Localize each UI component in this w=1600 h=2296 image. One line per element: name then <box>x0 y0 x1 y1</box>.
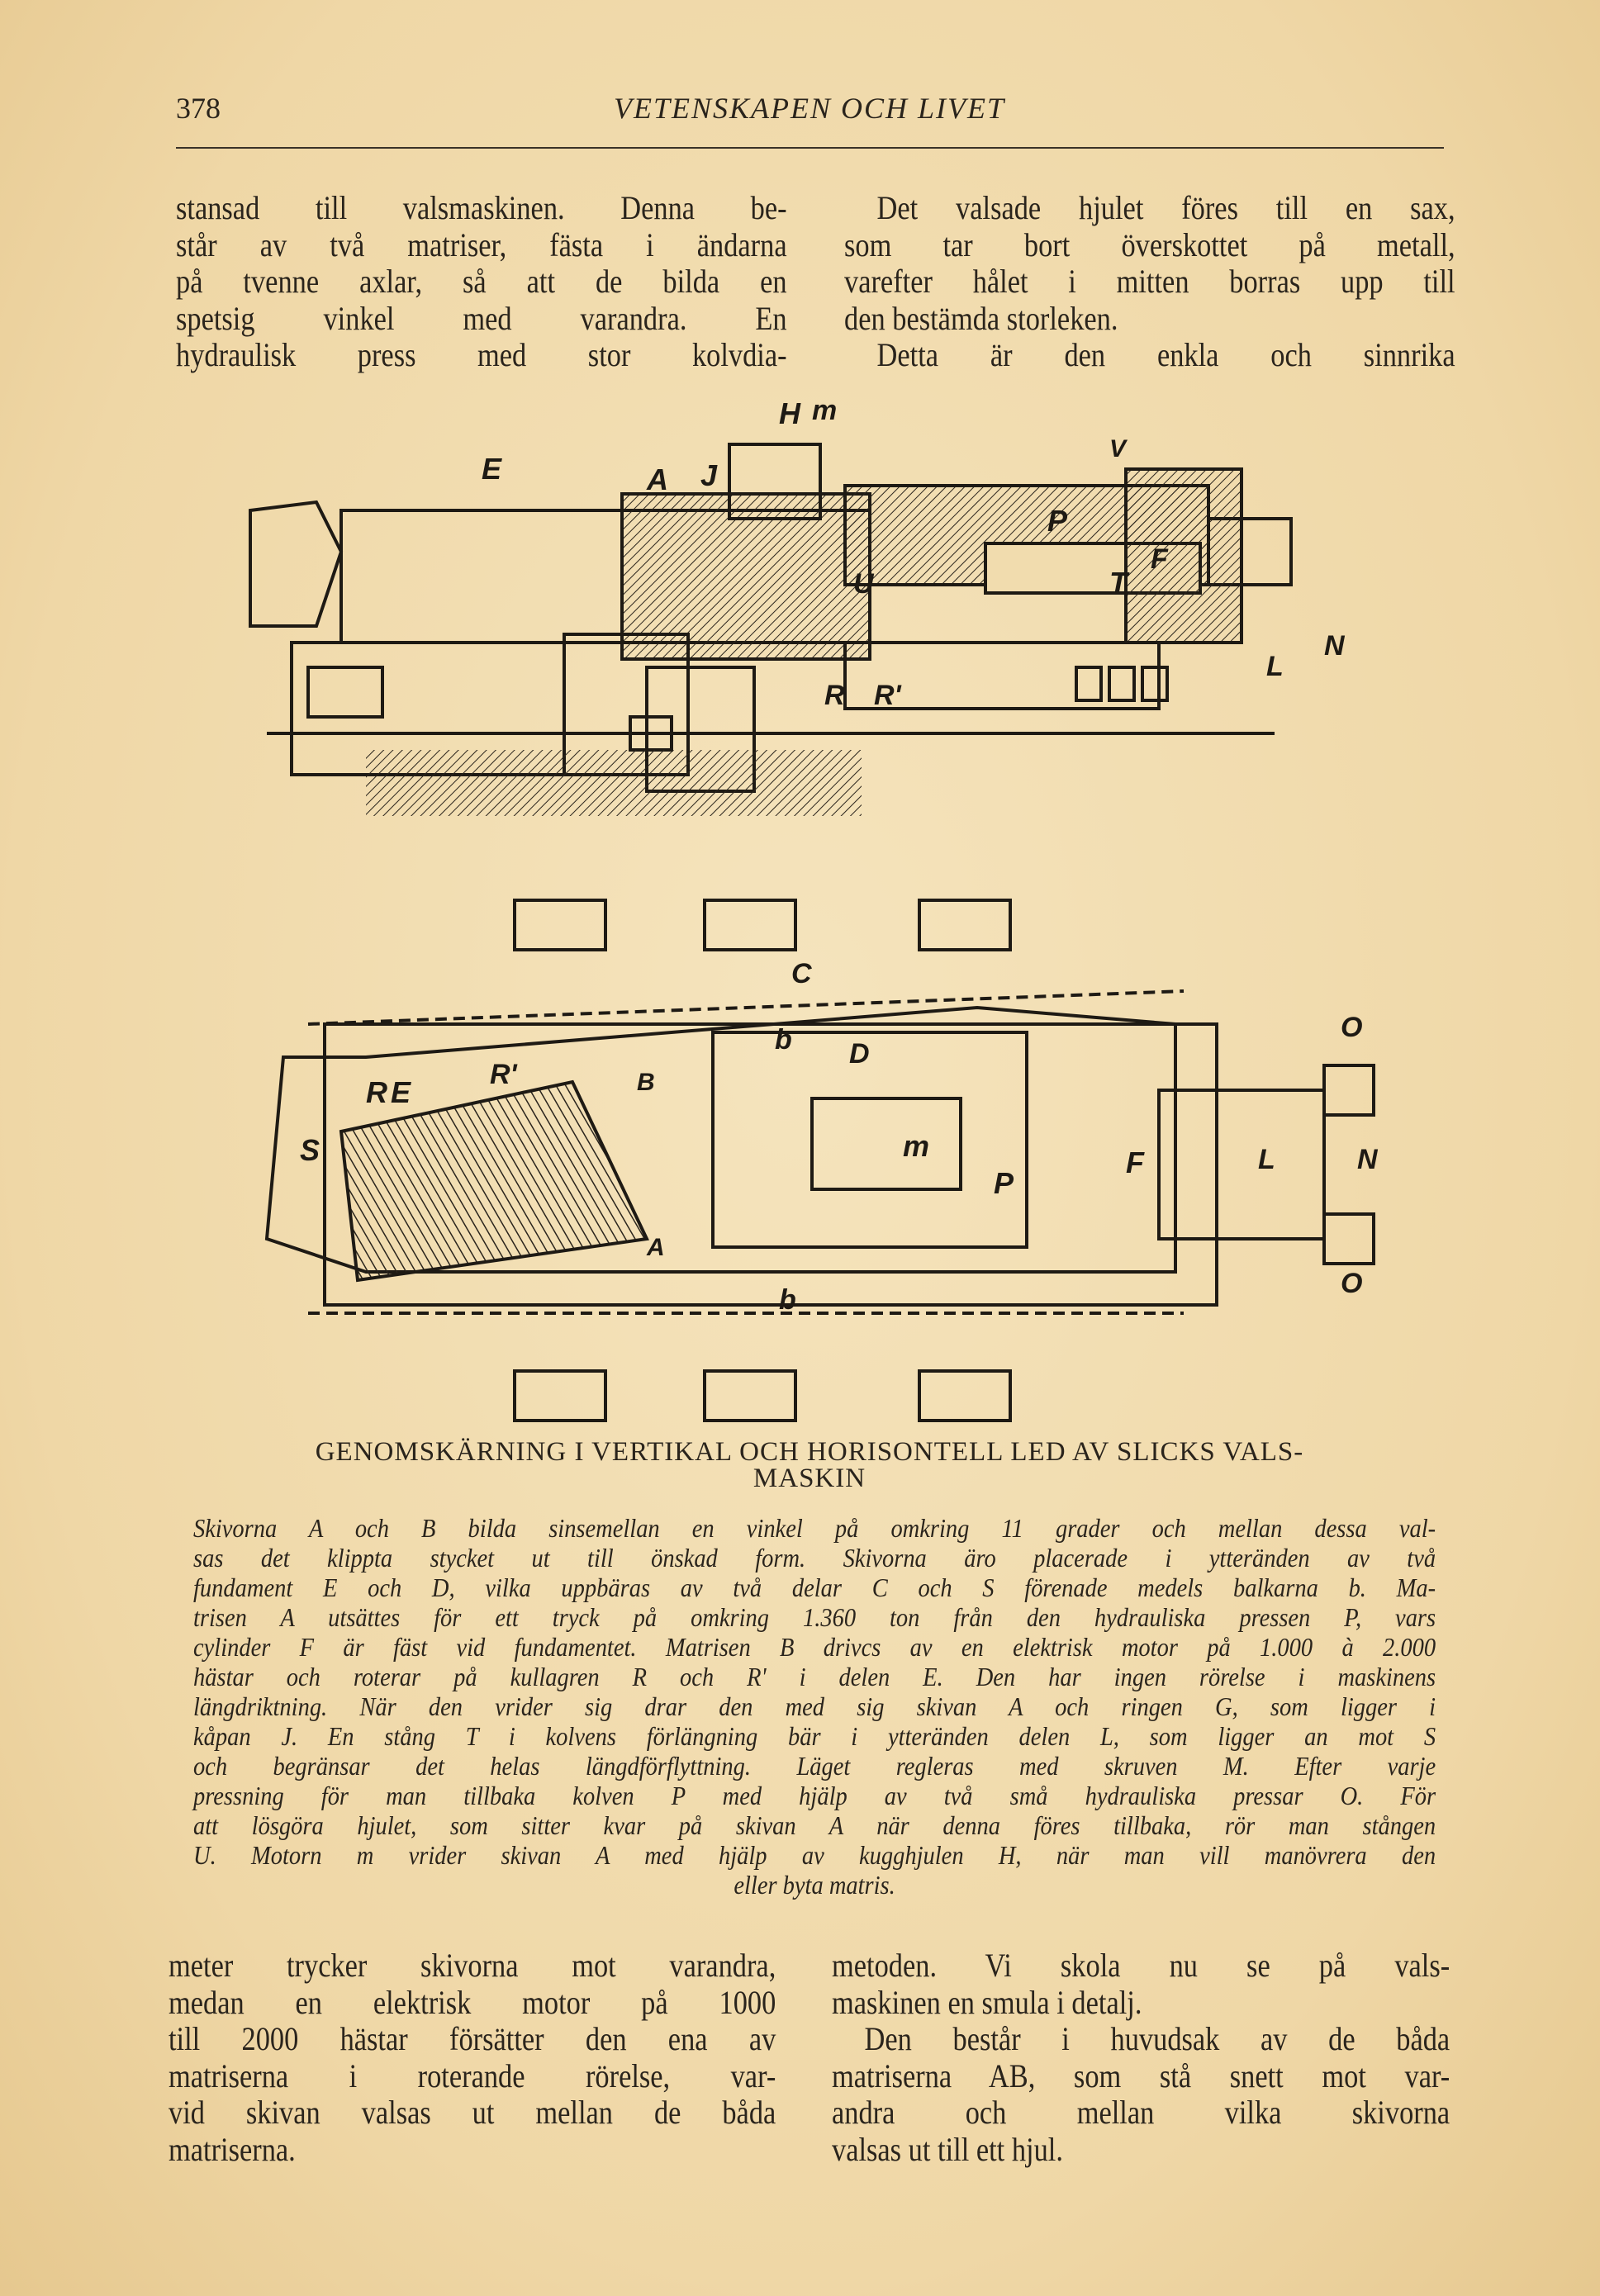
caption-line: eller byta matris. <box>734 1870 895 1900</box>
figure-label: O <box>1341 1012 1362 1043</box>
text-line: andra och mellan vilka skivorna <box>832 2094 1450 2131</box>
caption-line: fundament E och D, vilka uppbäras av två… <box>193 1573 1436 1602</box>
figure-caption: Skivorna A och B bilda sinsemellan en vi… <box>193 1513 1436 1900</box>
bottom-left-column: meter trycker skivorna mot varandra, med… <box>169 1947 776 2168</box>
figure-label: L <box>1258 1144 1275 1175</box>
caption-line: pressning för man tillbaka kolven P med … <box>193 1781 1436 1810</box>
text-line: matriserna. <box>169 2130 296 2168</box>
figure-label: N <box>1357 1144 1379 1175</box>
figure-label: m <box>812 395 837 426</box>
text-line: metoden. Vi skola nu se på vals- <box>832 1947 1450 1984</box>
caption-line: och begränsar det helas längdförflyttnin… <box>193 1751 1436 1781</box>
text-line: stansad till valsmaskinen. Denna be- <box>176 189 787 226</box>
figure-label: b <box>775 1024 792 1055</box>
figure-label: C <box>791 958 812 989</box>
text-line: matriserna AB, som stå snett mot var- <box>832 2056 1450 2094</box>
text-line: till 2000 hästar försätter den ena av <box>169 2020 776 2057</box>
caption-line: längdriktning. När den vrider sig drar d… <box>193 1691 1436 1721</box>
caption-title-line: MASKIN <box>753 1463 866 1493</box>
text-line: den bestämda storleken. <box>844 299 1118 337</box>
bottom-right-column: metoden. Vi skola nu se på vals- maskine… <box>832 1947 1450 2168</box>
figure-label: B <box>637 1069 655 1096</box>
running-title: VETENSKAPEN OCH LIVET <box>613 92 1006 125</box>
text-line: som tar bort överskottet på metall, <box>844 225 1455 263</box>
figure-label: F <box>1126 1146 1145 1179</box>
figure-label: R <box>366 1075 387 1109</box>
figure-label: R' <box>874 680 903 711</box>
text-line: Den består i huvudsak av de båda <box>864 2020 1450 2057</box>
text-line: Detta är den enkla och sinnrika <box>876 336 1455 373</box>
figure-label: H <box>779 396 801 430</box>
text-line: matriserna i roterande rörelse, var- <box>169 2056 776 2094</box>
text-line: på tvenne axlar, så att de bilda en <box>176 263 787 300</box>
figure-label: E <box>391 1075 411 1109</box>
figure-label: V <box>1109 435 1128 463</box>
figure-label: P <box>994 1166 1014 1200</box>
figure-horizontal-section: C b D R E R' B S m P F L N A b O O <box>264 899 1379 1422</box>
figure-label: L <box>1266 651 1284 682</box>
figure-label: O <box>1341 1268 1362 1299</box>
top-right-column: Det valsade hjulet föres till en sax, so… <box>844 189 1455 374</box>
figure-label: N <box>1324 630 1346 662</box>
figure-label: A <box>646 463 668 496</box>
figure-label: A <box>646 1234 665 1261</box>
text-line: varefter hålet i mitten borras upp till <box>844 263 1455 300</box>
figure-label: E <box>482 452 502 486</box>
caption-line: U. Motorn m vrider skivan A med hjälp av… <box>193 1840 1436 1870</box>
caption-line: att lösgöra hjulet, som sitter kvar på s… <box>193 1810 1436 1840</box>
text-line: hydraulisk press med stor kolvdia- <box>176 336 787 373</box>
text-line: maskinen en smula i detalj. <box>832 1983 1142 2021</box>
top-left-column: stansad till valsmaskinen. Denna be- stå… <box>176 189 787 374</box>
figure-label: U <box>853 568 875 600</box>
text-line: spetsig vinkel med varandra. En <box>176 299 787 337</box>
figure-label: R <box>824 680 845 711</box>
figure-label: m <box>903 1129 929 1163</box>
text-line: står av två matriser, fästa i ändarna <box>176 225 787 263</box>
figure-vertical-section: H m E A J V P U T F N L R R' <box>249 395 1346 816</box>
figure-label: F <box>1151 543 1169 575</box>
caption-title-line: GENOMSKÄRNING I VERTIKAL OCH HORISONTELL… <box>315 1437 1304 1467</box>
text-line: medan en elektrisk motor på 1000 <box>169 1983 776 2021</box>
caption-line: kåpan J. En stång T i kolvens förlängnin… <box>193 1721 1436 1751</box>
header-rule <box>176 147 1444 149</box>
text-line: vid skivan valsas ut mellan de båda <box>169 2094 776 2131</box>
figure-label: J <box>700 458 718 492</box>
text-line: meter trycker skivorna mot varandra, <box>169 1947 776 1984</box>
figure-label: P <box>1047 504 1068 538</box>
figure-label: S <box>300 1133 320 1167</box>
figure-label: D <box>849 1038 870 1070</box>
figure-label: R' <box>490 1059 519 1090</box>
caption-line: sas det klippta stycket ut till önskad f… <box>193 1543 1436 1573</box>
caption-title: GENOMSKÄRNING I VERTIKAL OCH HORISONTELL… <box>190 1439 1429 1492</box>
text-line: Det valsade hjulet föres till en sax, <box>876 189 1455 226</box>
caption-line: trisen A utsättes för ett tryck på omkri… <box>193 1602 1436 1632</box>
figure-label: T <box>1109 566 1130 600</box>
text-line: valsas ut till ett hjul. <box>832 2130 1063 2168</box>
caption-line: cylinder F är fäst vid fundamentet. Matr… <box>193 1632 1436 1662</box>
figure-label: b <box>779 1284 796 1316</box>
caption-line: hästar och roterar på kullagren R och R'… <box>193 1662 1436 1691</box>
caption-line: Skivorna A och B bilda sinsemellan en vi… <box>193 1513 1436 1543</box>
page-number: 378 <box>176 92 221 125</box>
